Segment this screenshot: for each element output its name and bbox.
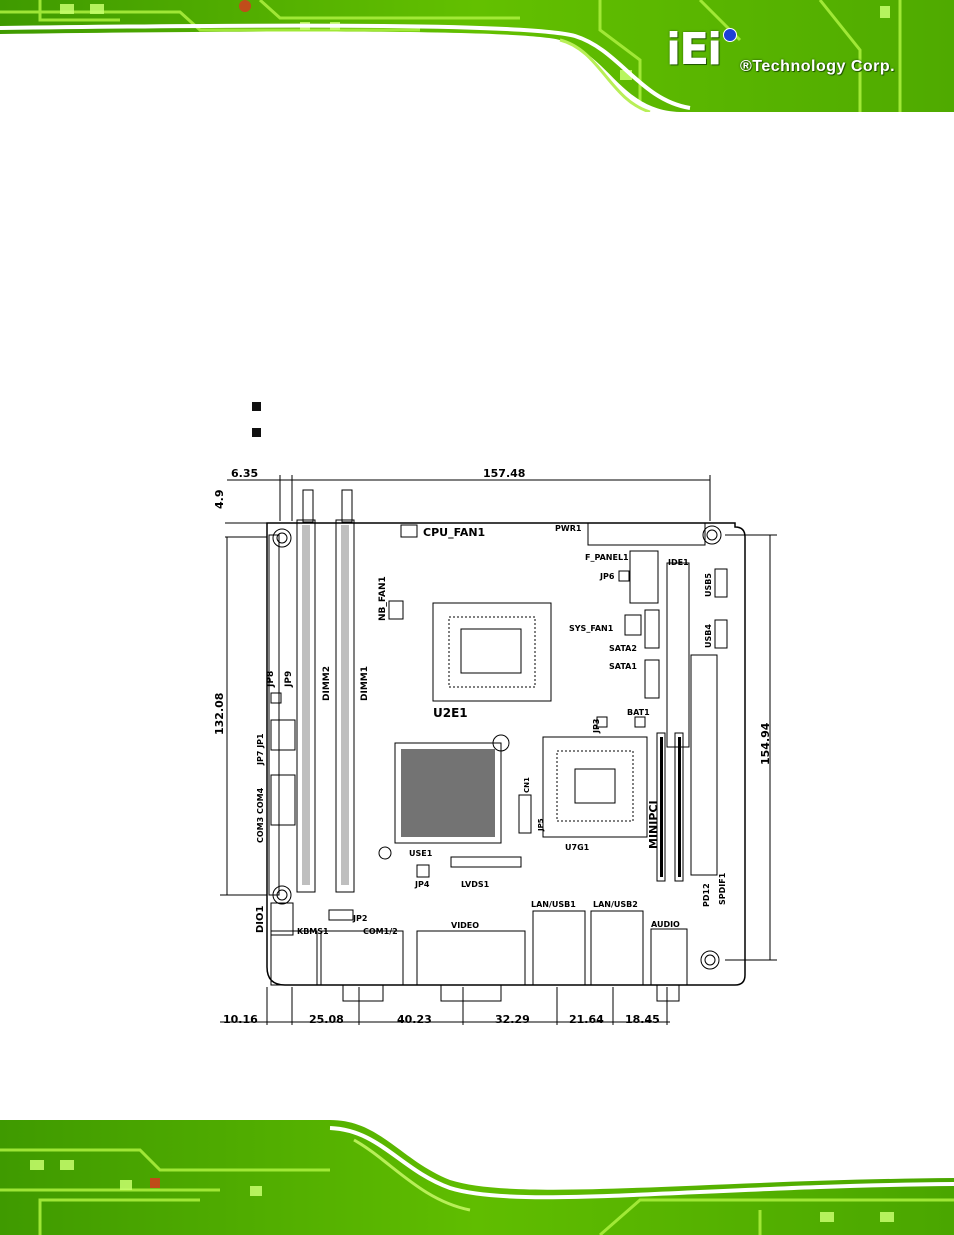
- dim-25-08: 25.08: [309, 1013, 344, 1026]
- label-jp9: JP9: [284, 671, 294, 688]
- label-jp6: JP6: [599, 572, 615, 581]
- label-jp2: JP2: [352, 914, 367, 923]
- label-jp5: JP5: [537, 818, 545, 832]
- label-dimm1: DIMM1: [360, 666, 370, 701]
- label-jp3: JP3: [592, 719, 601, 734]
- label-dio1: DIO1: [255, 905, 266, 933]
- board-dimension-diagram: 6.35 157.48 4.9 132.08 154.94 10.16 25.0…: [205, 465, 780, 1030]
- label-cpu-fan1: CPU_FAN1: [423, 526, 485, 539]
- label-cn1: CN1: [523, 777, 531, 793]
- dim-10-16: 10.16: [223, 1013, 258, 1026]
- footer-circuit-banner: [0, 1120, 954, 1235]
- label-lan-usb2: LAN/USB2: [593, 900, 638, 909]
- dim-157-48: 157.48: [483, 467, 525, 480]
- dim-18-45: 18.45: [625, 1013, 660, 1026]
- label-pwr1: PWR1: [555, 524, 582, 533]
- logo-text: ®Technology Corp.: [740, 58, 896, 75]
- header-circuit-banner: iEi ®Technology Corp.: [0, 0, 954, 112]
- label-ide1: IDE1: [668, 558, 689, 567]
- logo-mark: iEi: [666, 24, 722, 75]
- dim-154-94: 154.94: [759, 722, 772, 765]
- label-audio: AUDIO: [651, 920, 680, 929]
- label-jp4: JP4: [414, 880, 430, 889]
- logo-dot-icon: [723, 28, 737, 42]
- label-use1: USE1: [409, 849, 433, 858]
- label-minipci: MINIPCI: [647, 800, 660, 849]
- label-com3-com4: COM3 COM4: [256, 787, 265, 843]
- dim-32-29: 32.29: [495, 1013, 530, 1026]
- label-usb5: USB5: [704, 573, 713, 597]
- label-usb4: USB4: [704, 624, 713, 648]
- label-jp8: JP8: [266, 671, 276, 688]
- label-lan-usb1: LAN/USB1: [531, 900, 576, 909]
- label-u2e1: U2E1: [433, 706, 468, 720]
- dim-21-64: 21.64: [569, 1013, 604, 1026]
- bullet-list: [252, 402, 261, 454]
- label-f-panel1: F_PANEL1: [585, 553, 629, 562]
- label-spdif1: SPDIF1: [718, 872, 727, 905]
- bullet-marker: [252, 402, 261, 411]
- label-sata1: SATA1: [609, 662, 637, 671]
- label-kbms1: KBMS1: [297, 927, 329, 936]
- dim-132-08: 132.08: [213, 693, 226, 735]
- bullet-marker: [252, 428, 261, 437]
- label-u7g1: U7G1: [565, 843, 590, 852]
- board-layout-svg: 6.35 157.48 4.9 132.08 154.94 10.16 25.0…: [213, 467, 777, 1026]
- dim-4-9: 4.9: [213, 490, 226, 510]
- label-com12: COM1/2: [363, 927, 398, 936]
- dim-6-35: 6.35: [231, 467, 258, 480]
- company-logo: iEi ®Technology Corp.: [662, 26, 922, 86]
- label-pd12: PD12: [702, 883, 711, 907]
- label-nb-fan1: NB_FAN1: [378, 576, 388, 621]
- label-video: VIDEO: [451, 921, 479, 930]
- label-lvds1: LVDS1: [461, 880, 490, 889]
- label-sata2: SATA2: [609, 644, 637, 653]
- dim-40-23: 40.23: [397, 1013, 432, 1026]
- circuit-board-graphic: [0, 1120, 954, 1235]
- circuit-board-graphic: [0, 0, 954, 112]
- label-bat1: BAT1: [627, 708, 650, 717]
- label-sys-fan1: SYS_FAN1: [569, 624, 614, 633]
- label-jp7-jp1: JP7 JP1: [256, 733, 265, 766]
- label-dimm2: DIMM2: [322, 666, 332, 701]
